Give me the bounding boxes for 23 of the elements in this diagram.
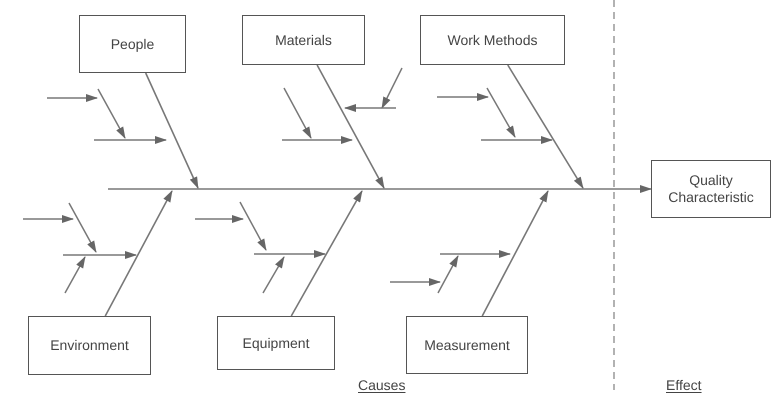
box-label: Measurement: [424, 336, 510, 354]
box-label: Environment: [50, 337, 129, 354]
cause-box: [420, 15, 565, 65]
box-label: Work Methods: [448, 32, 538, 48]
box-label: Equipment: [242, 334, 310, 352]
cause-box: [242, 15, 365, 65]
box-label: Quality Characteristic: [667, 172, 755, 206]
bone-arrow: [290, 190, 363, 316]
bone-arrow: [316, 64, 385, 189]
cause-box: [79, 15, 186, 73]
spine-arrow: [108, 185, 652, 193]
cause-box: [28, 316, 151, 375]
bone-arrow: [507, 64, 584, 189]
cause-box: [406, 316, 528, 374]
cause-box: [217, 316, 335, 370]
section-label: Causes: [358, 376, 406, 394]
box-label: Materials: [275, 32, 332, 48]
cause-box: [651, 160, 771, 218]
section-label: Effect: [666, 376, 702, 394]
bone-arrow: [104, 190, 173, 316]
bone-arrow: [144, 72, 199, 189]
bone-arrow: [482, 190, 549, 316]
box-label: People: [110, 36, 154, 52]
